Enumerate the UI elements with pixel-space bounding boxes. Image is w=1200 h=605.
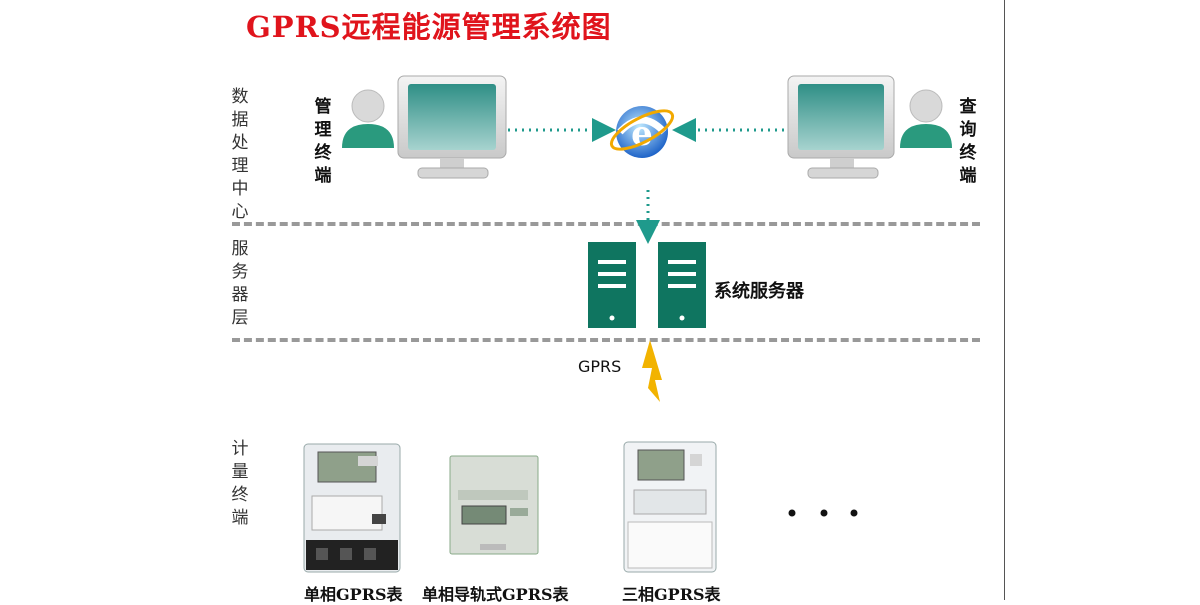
- svg-text:e: e: [631, 114, 653, 154]
- web-browser-icon: e: [609, 106, 675, 158]
- query-terminal-label: 查询终端: [959, 97, 977, 186]
- layer-label-data-center: 数据处理中心: [231, 87, 249, 222]
- meter-caption-rail: 单相导轨式GPRS表: [422, 585, 569, 604]
- more-meters-ellipsis: [788, 509, 858, 517]
- meter-caption-single-phase: 单相GPRS表: [304, 585, 403, 604]
- gprs-lightning-icon: [642, 340, 662, 402]
- server-label: 系统服务器: [714, 281, 804, 302]
- query-monitor-icon: [787, 75, 895, 179]
- single-phase-meter-image: [303, 443, 401, 573]
- meter-caption-three-phase: 三相GPRS表: [622, 585, 721, 604]
- admin-monitor-icon: [397, 75, 507, 179]
- layer-label-terminal: 计量终端: [231, 439, 249, 528]
- admin-user-icon: [342, 89, 394, 148]
- diagram-title: GPRS远程能源管理系统图: [246, 10, 612, 44]
- three-phase-meter-image: [623, 441, 717, 573]
- admin-terminal-label: 管理终端: [314, 97, 332, 186]
- layer-separator-bottom: [232, 338, 980, 342]
- gprs-label: GPRS: [578, 357, 622, 376]
- layer-label-server: 服务器层: [231, 239, 249, 328]
- query-user-icon: [900, 89, 952, 148]
- server-right-icon: [658, 242, 706, 328]
- layer-separator-top: [232, 222, 980, 226]
- rail-meter-image: [449, 455, 539, 555]
- server-left-icon: [588, 242, 636, 328]
